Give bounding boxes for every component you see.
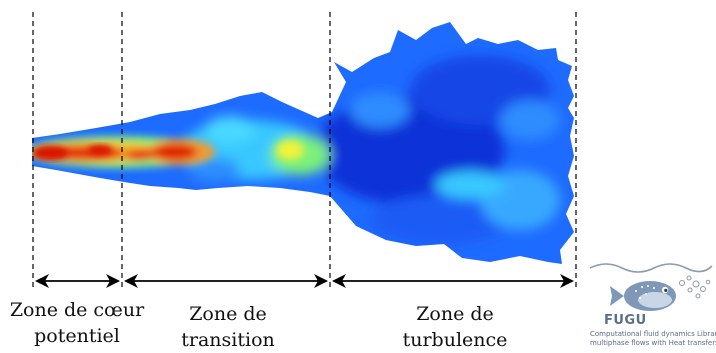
arrow-potential-core (35, 274, 120, 288)
arrow-turbulence (332, 274, 574, 288)
fugu-logo-graphic (589, 263, 713, 311)
zone-label-transition: Zone de transition (150, 301, 306, 353)
pufferfish-icon (610, 281, 676, 311)
logo-title: FUGU (604, 313, 647, 328)
logo-subtitle: multiphase flows with Heat transfers (590, 339, 716, 347)
jet-flow-field (32, 22, 574, 264)
zone-label-line: transition (181, 329, 275, 351)
logo-subtitle: Computational fluid dynamics Library (590, 330, 716, 338)
zone-separators (32, 12, 577, 288)
zone-label-turbulence: Zone de turbulence (372, 301, 538, 353)
bubbles-icon (679, 275, 711, 299)
arrow-transition (124, 274, 328, 288)
zone-label-line: Zone de (189, 303, 267, 325)
zone-label-line: turbulence (402, 329, 508, 351)
zone-label-line: potentiel (34, 325, 120, 347)
zone-label-potential-core: Zone de cœur potentiel (2, 297, 152, 349)
zone-label-line: Zone de cœur (9, 299, 145, 321)
wave-icon (589, 263, 713, 273)
zone-label-line: Zone de (416, 303, 494, 325)
zone-arrows (35, 274, 574, 288)
